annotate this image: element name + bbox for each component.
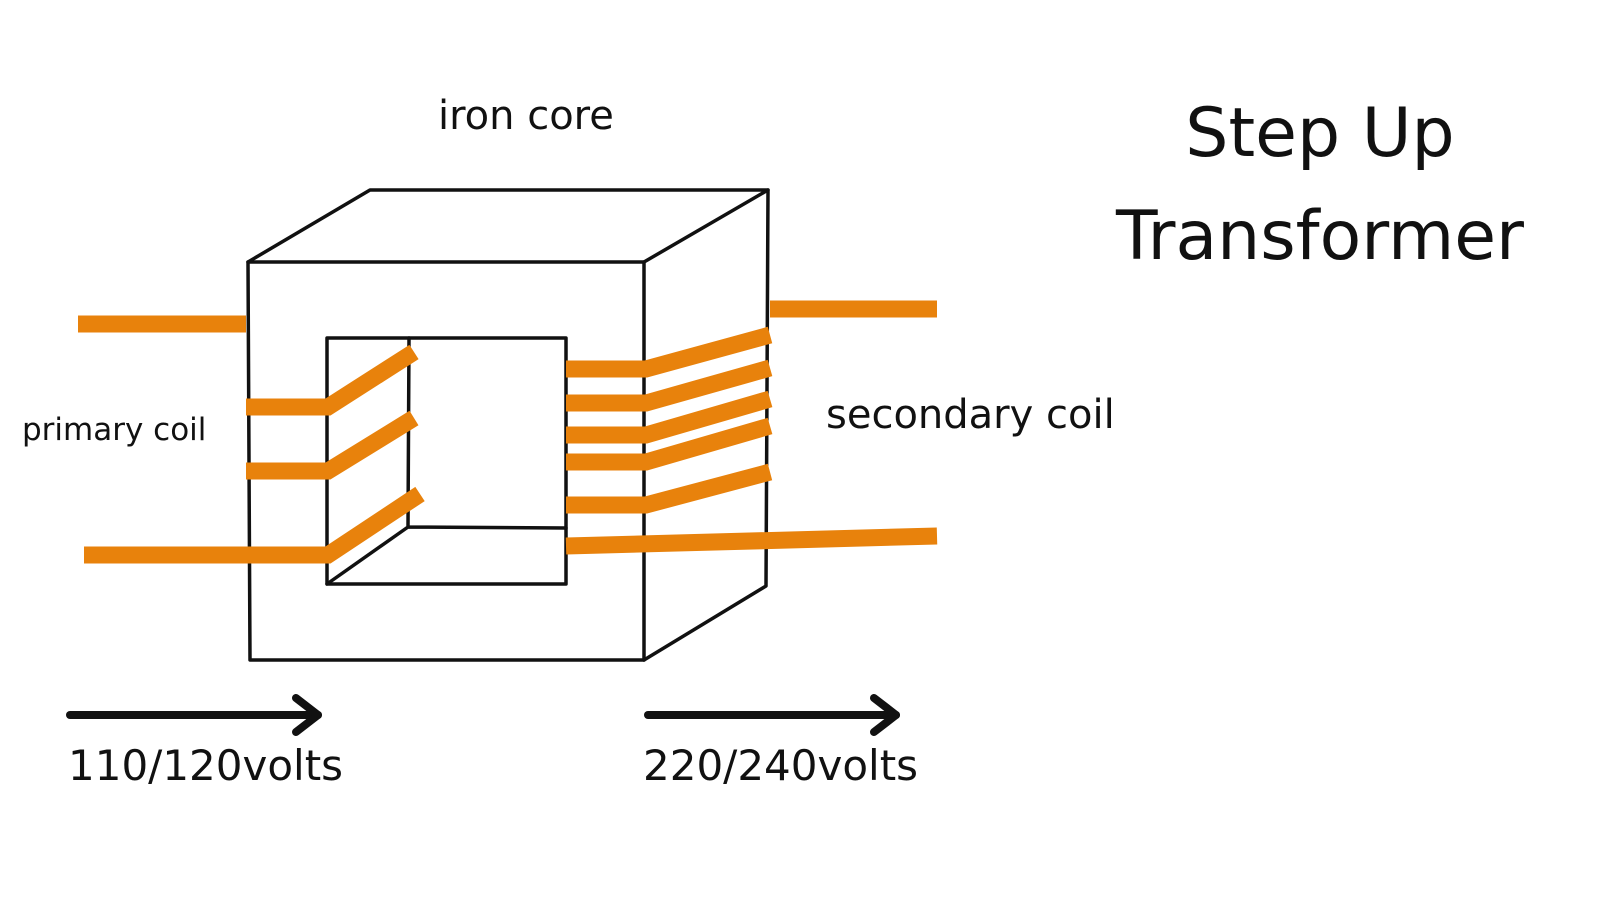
- core-right-face: [642, 188, 770, 662]
- core-window-back: [325, 336, 568, 586]
- primary-turn-2: [246, 410, 419, 480]
- secondary-turn-4: [566, 417, 773, 471]
- page-title: Step Up Transformer: [1040, 82, 1600, 288]
- secondary-turn-1: [566, 326, 773, 378]
- title-line-2: Transformer: [1115, 197, 1525, 276]
- primary-turn-1: [246, 344, 419, 416]
- primary-coil-winding: [78, 315, 425, 564]
- iron-core-body: [246, 188, 770, 662]
- core-window-front: [325, 336, 568, 586]
- primary-coil-label: primary coil: [22, 412, 207, 448]
- input-arrow: [66, 694, 322, 736]
- iron-core-label: iron core: [438, 93, 614, 139]
- secondary-lead-bottom: [565, 527, 938, 555]
- secondary-turn-3: [566, 390, 773, 444]
- core-top-face: [246, 188, 770, 264]
- secondary-turn-2: [566, 359, 773, 412]
- title-line-1: Step Up: [1185, 94, 1455, 173]
- output-voltage-label: 220/240volts: [643, 741, 919, 790]
- secondary-coil-label: secondary coil: [826, 392, 1115, 438]
- output-arrow: [644, 694, 900, 736]
- primary-turn-3: [84, 486, 425, 564]
- secondary-turn-5: [566, 463, 773, 514]
- secondary-coil-winding: [565, 300, 938, 555]
- input-voltage-label: 110/120volts: [68, 741, 344, 790]
